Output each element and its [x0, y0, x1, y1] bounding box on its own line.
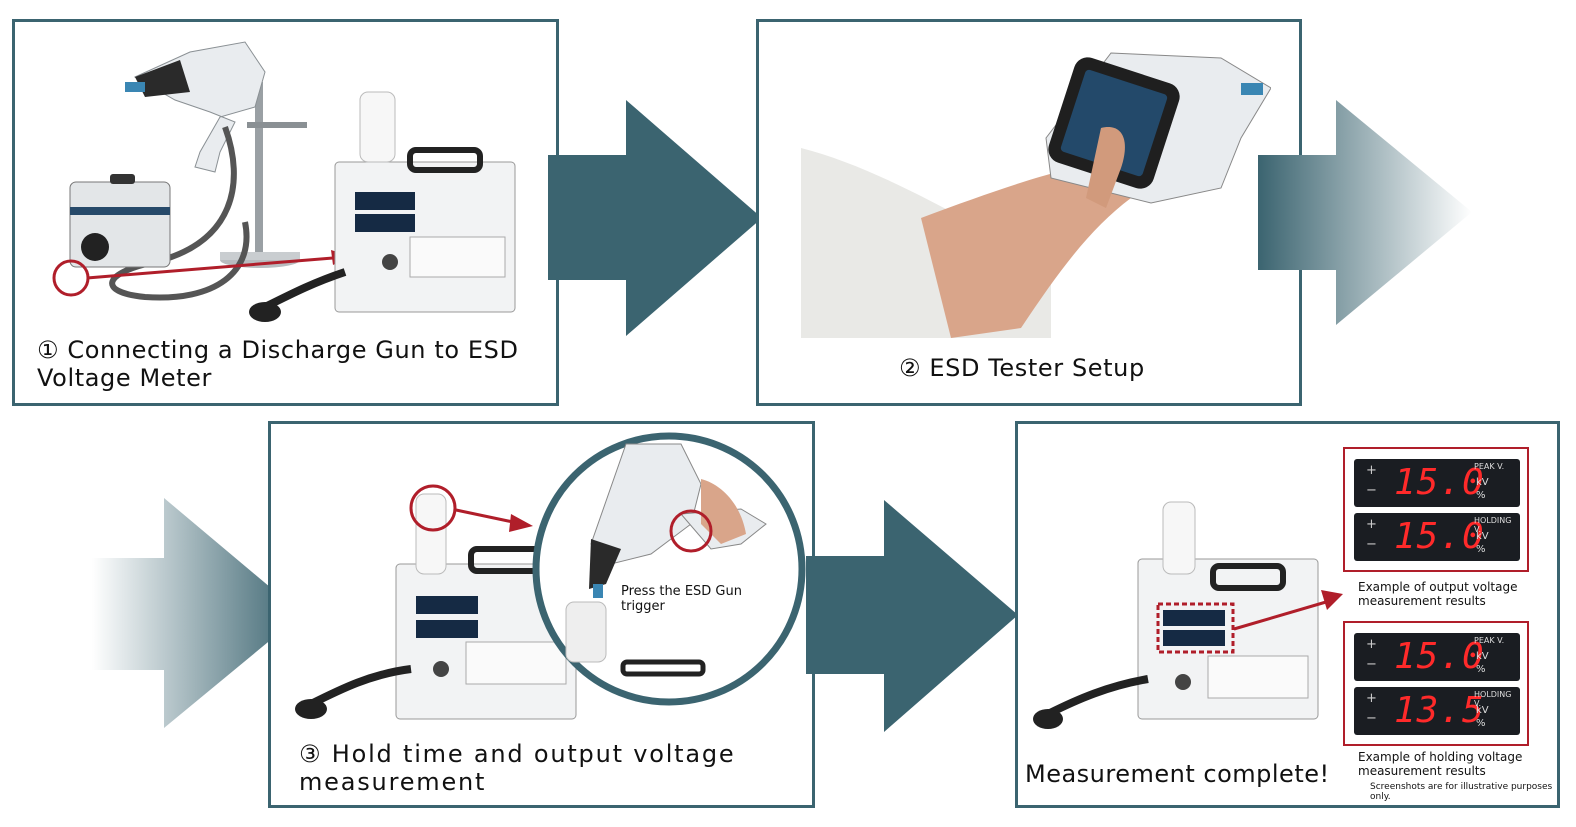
pct-label: % [1476, 490, 1486, 501]
holding-label: HOLDING V. [1474, 690, 1512, 708]
step-1-panel: ① Connecting a Discharge Gun to ESD Volt… [12, 19, 559, 406]
disclaimer-text: Screenshots are for illustrative purpose… [1370, 782, 1553, 802]
peak-value: 15.0 [1394, 462, 1485, 503]
pct-label: % [1476, 544, 1486, 555]
step-2-panel: ② ESD Tester Setup [756, 19, 1302, 406]
measurement-complete-photo [1033, 501, 1327, 729]
indicator-minus: − [1366, 537, 1377, 552]
step-4-caption: Measurement complete! [1025, 760, 1330, 788]
right-arrow-icon [806, 500, 1018, 732]
step-4-panel: + − 15.0 PEAK V. kV % + − 15.0 HOLDING V… [1015, 421, 1560, 808]
holding-label: HOLDING V. [1474, 516, 1512, 534]
arrow-to-results-icon [1321, 590, 1343, 610]
peak-label: PEAK V. [1474, 636, 1505, 645]
right-arrow-icon [92, 498, 302, 728]
pct-label: % [1476, 718, 1486, 729]
indicator-plus: + [1366, 463, 1377, 478]
holding-value: 15.0 [1394, 516, 1485, 557]
holding-voltage-result-box: + − 15.0 PEAK V. kV % + − 13.5 HOLDING V… [1343, 621, 1529, 746]
indicator-plus: + [1366, 691, 1377, 706]
step-2-caption: ② ESD Tester Setup [899, 354, 1145, 382]
discharge-gun-connection-photo [52, 41, 516, 322]
pct-label: % [1476, 664, 1486, 675]
right-arrow-icon [548, 100, 762, 336]
output-result-caption: Example of output voltage measurement re… [1358, 580, 1518, 608]
peak-value: 15.0 [1394, 636, 1485, 677]
kv-label: kV [1476, 477, 1489, 488]
indicator-plus: + [1366, 637, 1377, 652]
output-voltage-result-box: + − 15.0 PEAK V. kV % + − 15.0 HOLDING V… [1343, 447, 1529, 572]
indicator-minus: − [1366, 483, 1377, 498]
indicator-plus: + [1366, 517, 1377, 532]
peak-display: + − 15.0 PEAK V. kV % [1354, 459, 1520, 507]
holding-display: + − 15.0 HOLDING V. kV % [1354, 513, 1520, 561]
press-trigger-callout: Press the ESD Gun trigger [621, 584, 742, 614]
indicator-minus: − [1366, 711, 1377, 726]
indicator-minus: − [1366, 657, 1377, 672]
kv-label: kV [1476, 531, 1489, 542]
holding-value: 13.5 [1394, 690, 1485, 731]
right-arrow-icon [1258, 100, 1472, 325]
holding-result-caption: Example of holding voltage measurement r… [1358, 750, 1523, 778]
step-3-panel: Press the ESD Gun trigger ③ Hold time an… [268, 421, 815, 808]
esd-tester-setup-photo [801, 28, 1271, 338]
step-1-caption: ① Connecting a Discharge Gun to ESD Volt… [37, 336, 519, 392]
holding-display: + − 13.5 HOLDING V. kV % [1354, 687, 1520, 735]
step-3-caption: ③ Hold time and output voltage measureme… [299, 740, 736, 796]
peak-label: PEAK V. [1474, 462, 1505, 471]
peak-display: + − 15.0 PEAK V. kV % [1354, 633, 1520, 681]
hold-measurement-photo [295, 432, 806, 720]
kv-label: kV [1476, 705, 1489, 716]
kv-label: kV [1476, 651, 1489, 662]
